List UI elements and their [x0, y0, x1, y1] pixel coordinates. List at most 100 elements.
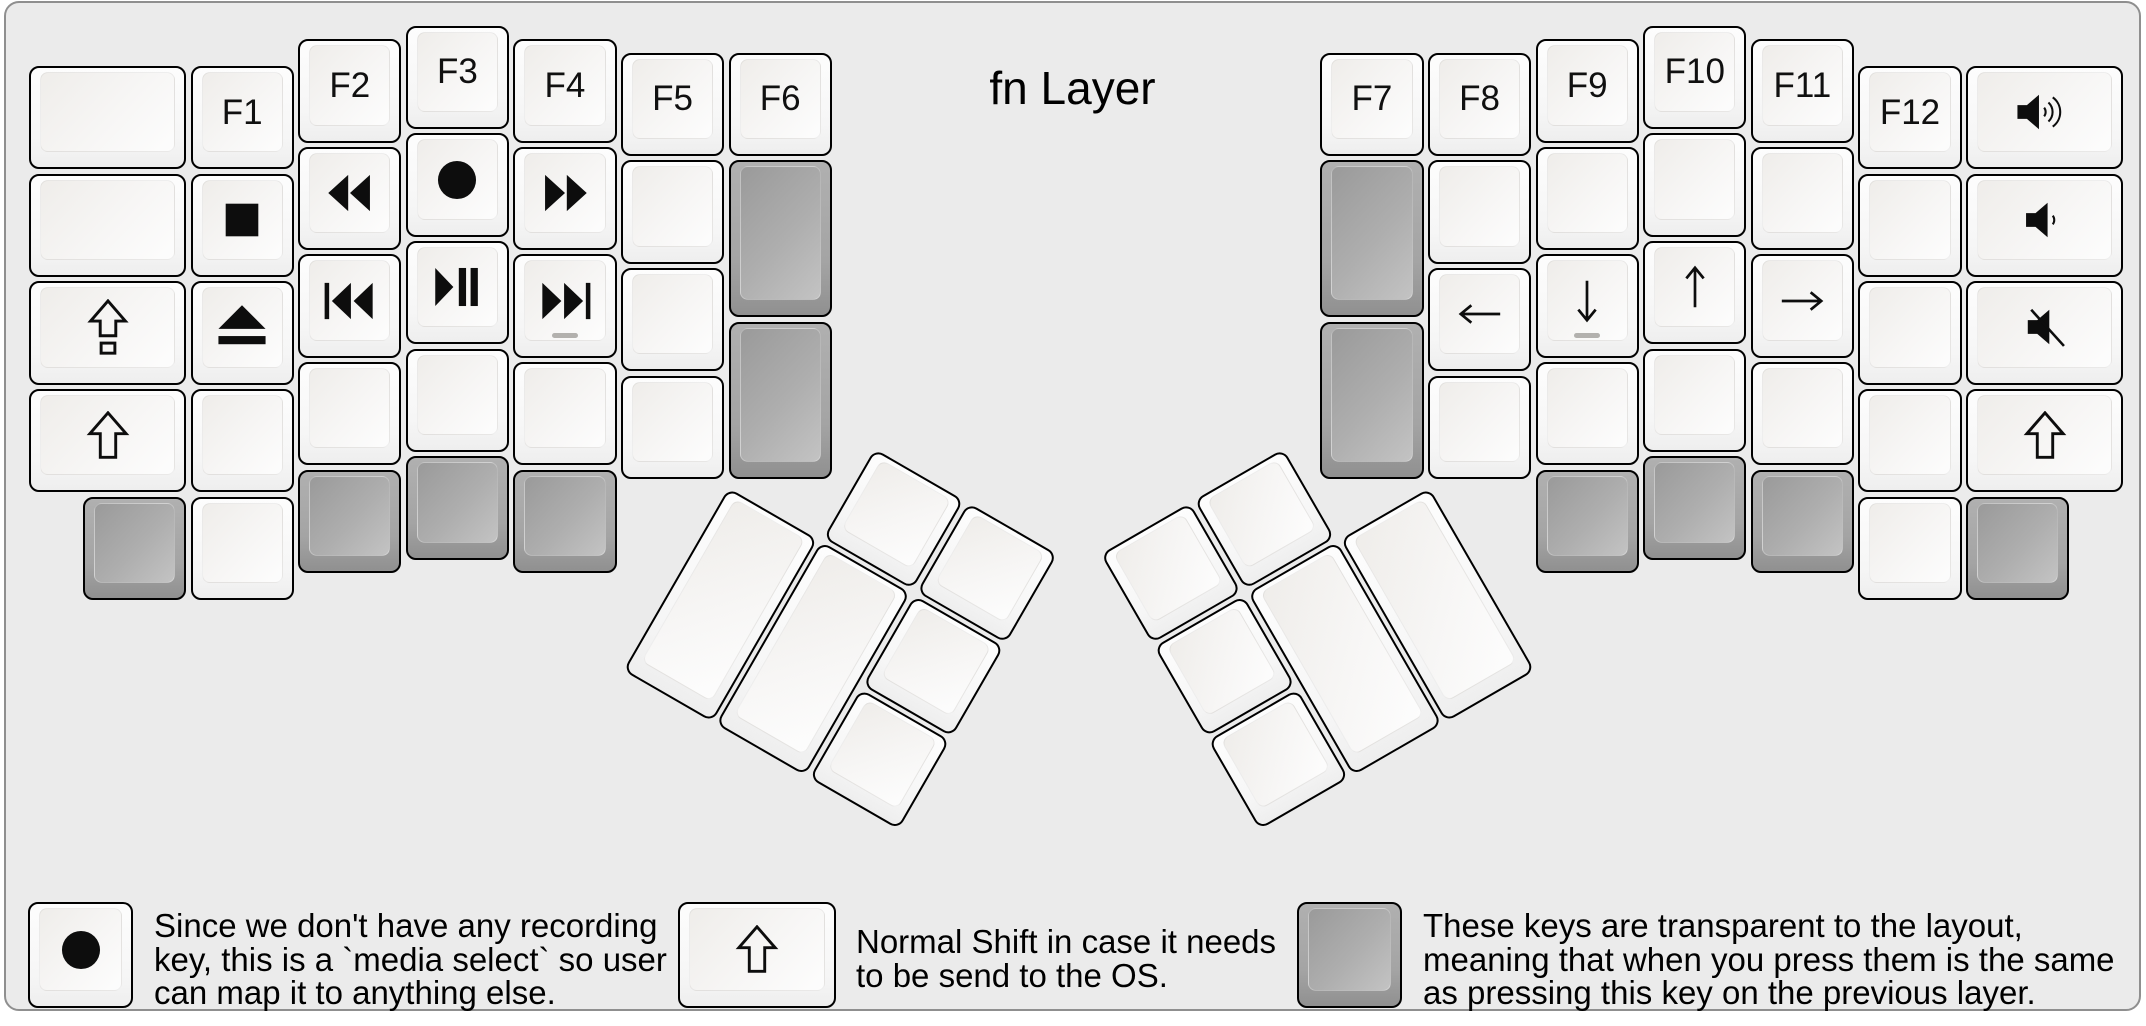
volume-mute-icon: [2014, 306, 2076, 348]
keycap-face: [94, 502, 176, 583]
play-pause-icon: [428, 262, 486, 312]
key-label: F2: [329, 65, 371, 105]
key-volume-mute[interactable]: [1966, 281, 2123, 385]
keycap-face: [201, 394, 283, 476]
key-transparent[interactable]: [1320, 321, 1424, 479]
legend-text-line: to be send to the OS.: [856, 956, 1168, 994]
keycap-face: [1869, 287, 1951, 368]
key-media-play-pause[interactable]: [405, 241, 509, 345]
key-blank[interactable]: [1535, 362, 1639, 466]
key-blank[interactable]: [1858, 173, 1962, 278]
key-transparent[interactable]: [513, 469, 617, 573]
key-transparent[interactable]: [1320, 160, 1424, 318]
key-transparent[interactable]: [728, 160, 832, 318]
key-blank[interactable]: [1750, 146, 1854, 251]
keycap-face: [934, 513, 1046, 624]
key-blank[interactable]: [190, 388, 294, 493]
key-blank[interactable]: [29, 66, 187, 170]
key-f7[interactable]: F7: [1320, 52, 1424, 157]
keycap-face: F1: [201, 72, 283, 153]
key-f10[interactable]: F10: [1643, 25, 1747, 130]
keycap-face: [524, 475, 606, 556]
key-transparent[interactable]: [83, 496, 187, 600]
key-f3[interactable]: F3: [405, 25, 509, 130]
key-blank[interactable]: [1858, 281, 1962, 385]
key-transparent[interactable]: [1535, 469, 1639, 573]
key-shift-right[interactable]: [1966, 388, 2123, 493]
key-blank[interactable]: [1428, 375, 1532, 479]
key-blank[interactable]: [1535, 146, 1639, 251]
key-media-select-record[interactable]: [405, 133, 509, 237]
key-f12[interactable]: F12: [1858, 66, 1962, 170]
keycap-face: [40, 394, 176, 476]
key-blank[interactable]: [190, 496, 294, 600]
key-f11[interactable]: F11: [1750, 39, 1854, 143]
keycap-face: [524, 260, 606, 341]
caps-lock-icon: [86, 298, 130, 356]
key-volume-down[interactable]: [1966, 173, 2123, 278]
fast-forward-icon: [536, 168, 594, 218]
keycap-face: F11: [1761, 45, 1843, 126]
keycap-face: F2: [309, 45, 391, 126]
keycap-face: [201, 179, 283, 261]
keycap-face: [1977, 179, 2112, 261]
next-track-icon: [536, 276, 594, 326]
key-blank[interactable]: [621, 160, 725, 264]
key-f8[interactable]: F8: [1428, 52, 1532, 157]
key-blank[interactable]: [1428, 160, 1532, 264]
key-media-fast-forward[interactable]: [513, 146, 617, 251]
key-blank[interactable]: [1750, 362, 1854, 466]
legend-text-line: as pressing this key on the previous lay…: [1423, 974, 2036, 1012]
key-media-prev-track[interactable]: [298, 254, 402, 358]
key-media-next-track[interactable]: [513, 254, 617, 358]
key-blank[interactable]: [621, 267, 725, 372]
key-transparent[interactable]: [728, 321, 832, 479]
prev-track-icon: [321, 276, 379, 326]
keycap-face: [1761, 260, 1843, 341]
key-blank[interactable]: [29, 173, 187, 278]
key-blank[interactable]: [1643, 133, 1747, 237]
key-blank[interactable]: [1643, 348, 1747, 452]
key-blank[interactable]: [298, 362, 402, 466]
record-icon: [428, 155, 486, 205]
volume-down-icon: [2014, 199, 2076, 241]
key-eject[interactable]: [190, 281, 294, 385]
key-media-rewind[interactable]: [298, 146, 402, 251]
key-arrow-up[interactable]: [1643, 241, 1747, 345]
keycap-face: [1761, 368, 1843, 449]
key-blank[interactable]: [621, 375, 725, 479]
key-shift-left[interactable]: [29, 388, 187, 493]
key-volume-up[interactable]: [1966, 66, 2123, 170]
keycap-face: [1977, 394, 2112, 476]
key-blank[interactable]: [1858, 388, 1962, 493]
keycap-face: [416, 462, 498, 543]
key-transparent[interactable]: [1643, 456, 1747, 560]
key-caps-lock[interactable]: [29, 281, 187, 385]
key-transparent[interactable]: [405, 456, 509, 560]
key-blank[interactable]: [1858, 496, 1962, 600]
keycap-face: [1654, 247, 1736, 328]
key-arrow-down[interactable]: [1535, 254, 1639, 358]
keycap-face: [1869, 394, 1951, 476]
key-f6[interactable]: F6: [728, 52, 832, 157]
key-blank[interactable]: [513, 362, 617, 466]
key-f9[interactable]: F9: [1535, 39, 1639, 143]
arrow-down-icon: [1562, 276, 1612, 326]
key-arrow-right[interactable]: [1750, 254, 1854, 358]
key-transparent[interactable]: [1750, 469, 1854, 573]
key-f5[interactable]: F5: [621, 52, 725, 157]
key-label: F9: [1566, 65, 1608, 105]
key-f1[interactable]: F1: [190, 66, 294, 170]
key-arrow-left[interactable]: [1428, 267, 1532, 372]
key-transparent[interactable]: [298, 469, 402, 573]
key-blank[interactable]: [405, 348, 509, 452]
keycap-face: [739, 327, 821, 462]
keycap-face: [1869, 179, 1951, 261]
key-f2[interactable]: F2: [298, 39, 402, 143]
key-f4[interactable]: F4: [513, 39, 617, 143]
key-transparent[interactable]: [1966, 496, 2070, 600]
key-media-stop[interactable]: [190, 173, 294, 278]
keycap-face: [416, 354, 498, 435]
keycap-face: [309, 152, 391, 234]
keycap-face: [40, 72, 176, 153]
